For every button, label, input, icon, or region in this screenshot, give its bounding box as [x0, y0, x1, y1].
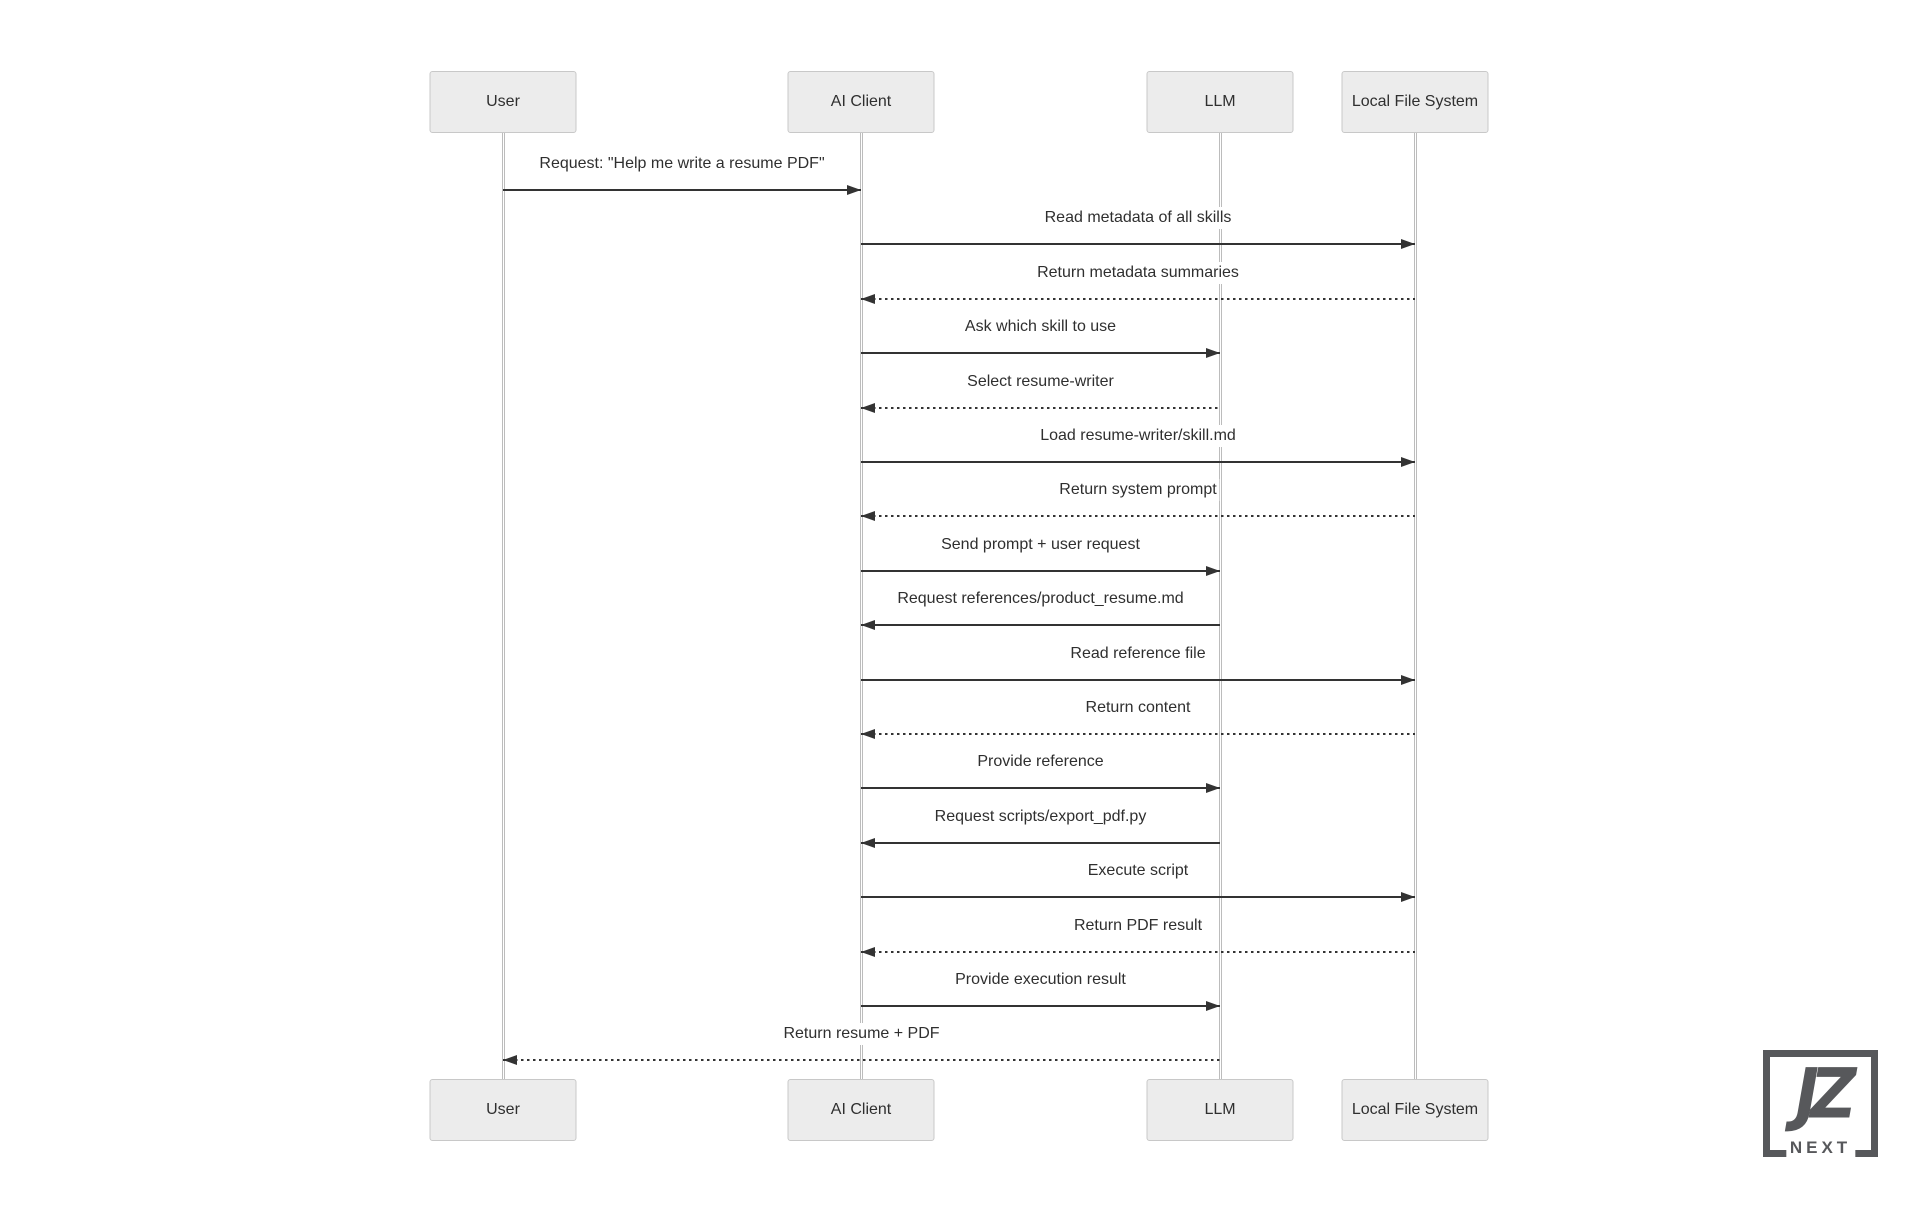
actor-label: User [486, 1101, 520, 1118]
arrowhead-7-left [861, 511, 875, 521]
message-label-2: Read metadata of all skills [1041, 207, 1235, 229]
message-label-3: Return metadata summaries [1034, 262, 1242, 284]
message-label-15: Return PDF result [1070, 915, 1206, 937]
message-line-17 [503, 1059, 1220, 1061]
message-label-12: Provide reference [974, 751, 1107, 773]
arrowhead-3-left [861, 294, 875, 304]
actor-label: AI Client [830, 93, 892, 110]
message-line-8 [861, 570, 1220, 572]
message-line-15 [861, 951, 1415, 953]
arrowhead-1-right [847, 185, 861, 195]
jz-next-logo: JZ NEXT [1763, 1050, 1878, 1158]
message-line-12 [861, 787, 1220, 789]
message-line-1 [503, 189, 861, 191]
actor-label: Local File System [1351, 1101, 1479, 1118]
message-label-1: Request: "Help me write a resume PDF" [536, 153, 828, 175]
arrowhead-5-left [861, 403, 875, 413]
actor-box-top-user: User [429, 71, 577, 133]
actor-box-top-llm: LLM [1146, 71, 1294, 133]
message-line-2 [861, 243, 1415, 245]
message-label-10: Read reference file [1067, 643, 1209, 665]
message-label-7: Return system prompt [1056, 479, 1220, 501]
actor-label: Local File System [1351, 93, 1479, 110]
message-line-9 [861, 624, 1220, 626]
arrowhead-17-left [503, 1055, 517, 1065]
arrowhead-12-right [1206, 783, 1220, 793]
actor-label: LLM [1204, 93, 1236, 110]
message-label-8: Send prompt + user request [938, 534, 1143, 556]
arrowhead-10-right [1401, 675, 1415, 685]
arrowhead-6-right [1401, 457, 1415, 467]
message-line-5 [861, 407, 1220, 409]
message-label-17: Return resume + PDF [780, 1023, 943, 1045]
arrowhead-16-right [1206, 1001, 1220, 1011]
message-label-13: Request scripts/export_pdf.py [931, 806, 1150, 828]
lifeline-user [501, 133, 505, 1079]
message-line-4 [861, 352, 1220, 354]
actor-box-top-ai_client: AI Client [787, 71, 935, 133]
message-label-4: Ask which skill to use [961, 316, 1120, 338]
message-label-5: Select resume-writer [964, 371, 1117, 393]
actor-label: LLM [1204, 1101, 1236, 1118]
message-label-14: Execute script [1084, 860, 1192, 882]
arrowhead-8-right [1206, 566, 1220, 576]
message-line-10 [861, 679, 1415, 681]
actor-label: User [486, 93, 520, 110]
lifeline-ai_client [859, 133, 863, 1079]
message-line-16 [861, 1005, 1220, 1007]
message-label-9: Request references/product_resume.md [894, 588, 1187, 610]
arrowhead-15-left [861, 947, 875, 957]
logo-jz-text: JZ [1787, 1054, 1854, 1135]
actor-label: AI Client [830, 1101, 892, 1118]
actor-box-bottom-llm: LLM [1146, 1079, 1294, 1141]
message-label-6: Load resume-writer/skill.md [1037, 425, 1239, 447]
arrowhead-11-left [861, 729, 875, 739]
actor-box-bottom-ai_client: AI Client [787, 1079, 935, 1141]
arrowhead-4-right [1206, 348, 1220, 358]
message-label-16: Provide execution result [952, 969, 1129, 991]
message-line-13 [861, 842, 1220, 844]
arrowhead-14-right [1401, 892, 1415, 902]
message-label-11: Return content [1082, 697, 1194, 719]
arrowhead-13-left [861, 838, 875, 848]
actor-box-bottom-user: User [429, 1079, 577, 1141]
lifeline-lfs [1413, 133, 1417, 1079]
message-line-11 [861, 733, 1415, 735]
message-line-6 [861, 461, 1415, 463]
actor-box-bottom-lfs: Local File System [1341, 1079, 1489, 1141]
lifeline-llm [1218, 133, 1222, 1079]
actor-box-top-lfs: Local File System [1341, 71, 1489, 133]
arrowhead-2-right [1401, 239, 1415, 249]
message-line-3 [861, 298, 1415, 300]
logo-next-text: NEXT [1785, 1138, 1856, 1158]
message-line-14 [861, 896, 1415, 898]
message-line-7 [861, 515, 1415, 517]
arrowhead-9-left [861, 620, 875, 630]
